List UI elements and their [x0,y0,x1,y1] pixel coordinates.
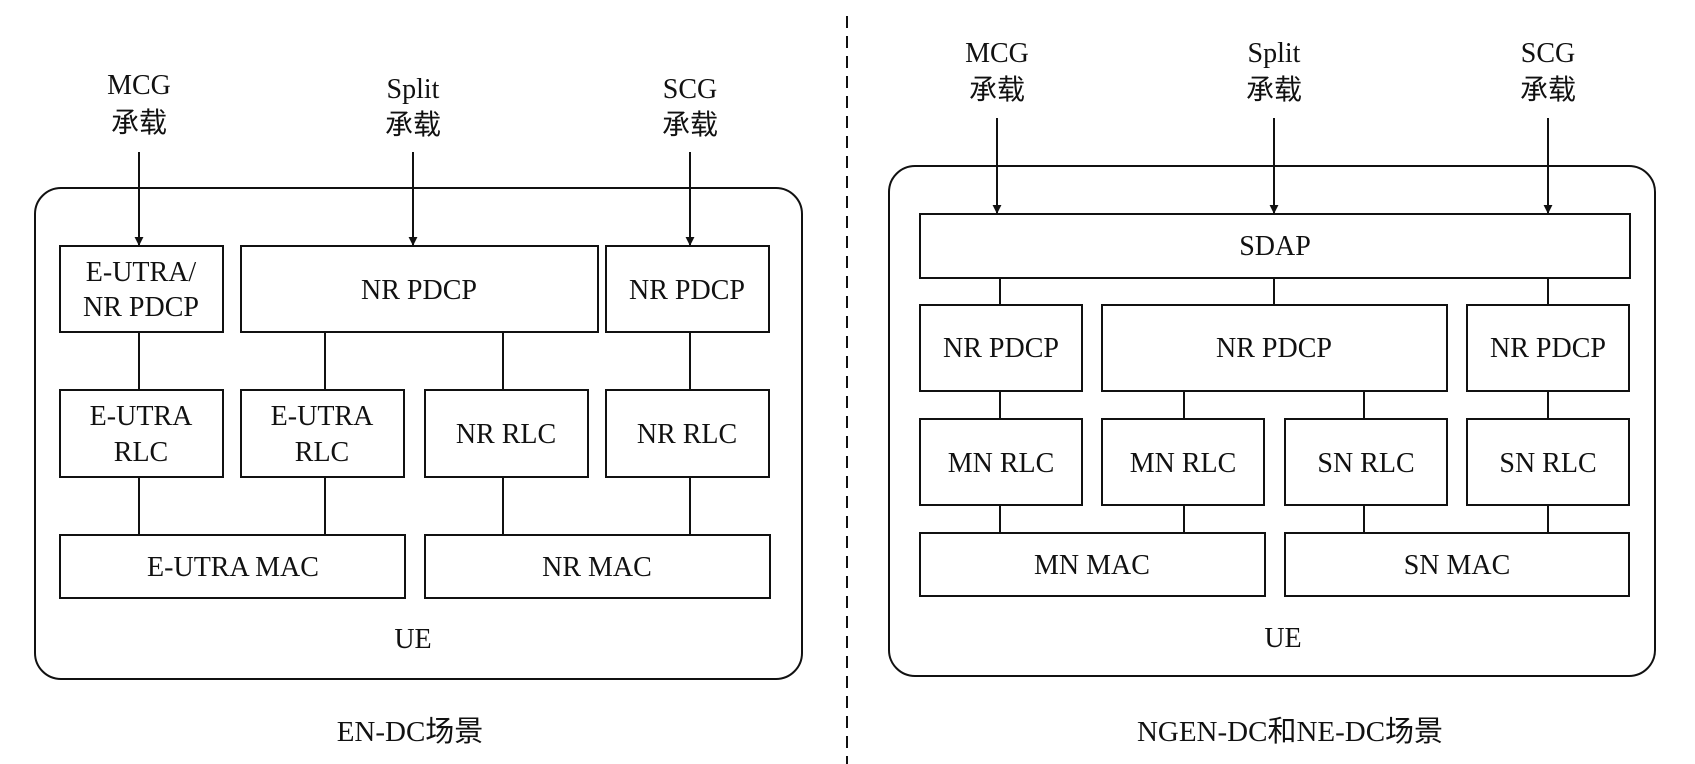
left-mcg-bearer-label: MCG [107,70,171,101]
en-dc-diagram: MCG 承载 Split 承载 SCG 承载 E-UTRA/ NR PDCP N… [34,70,803,748]
left-eutra-rlc-label-2: E-UTRA [271,401,374,432]
left-split-bearer-label-2: 承载 [385,109,441,141]
right-mn-rlc-box-1 [919,418,1083,506]
right-sn-mac-box [1284,532,1630,597]
left-scg-bearer-label-2: 承载 [662,109,718,141]
right-split-bearer-label-2: 承载 [1246,74,1302,106]
left-eutra-rlc-label-1: E-UTRA [90,401,193,432]
right-caption: NGEN-DC和NE-DC场景 [1137,716,1443,748]
left-scg-nr-pdcp-label: NR PDCP [629,275,745,306]
left-split-nr-pdcp-box [240,245,599,333]
right-scg-nr-pdcp-label: NR PDCP [1490,333,1606,364]
right-mn-rlc-label-1: MN RLC [948,448,1055,479]
left-eutra-rlc-box-1 [59,389,224,478]
right-ue-label: UE [1264,623,1301,654]
right-split-nr-pdcp-box [1101,304,1448,392]
right-scg-nr-pdcp-box [1466,304,1630,392]
right-sdap-box [919,213,1631,279]
left-eutra-nr-pdcp-box [59,245,224,333]
right-mn-rlc-label-2: MN RLC [1130,448,1237,479]
right-mcg-bearer-label-2: 承载 [969,74,1025,106]
right-sn-rlc-label-2: SN RLC [1499,448,1596,479]
left-split-bearer-label: Split [387,74,440,105]
left-scg-bearer-label: SCG [663,74,717,105]
left-split-nr-pdcp-label: NR PDCP [361,275,477,306]
right-sdap-label: SDAP [1239,231,1311,262]
left-nr-rlc-label-2: NR RLC [637,419,737,450]
right-scg-bearer-label-2: 承载 [1520,74,1576,106]
left-nr-mac-label: NR MAC [542,552,652,583]
left-caption: EN-DC场景 [337,716,484,748]
right-sn-rlc-box-2 [1466,418,1630,506]
right-mcg-nr-pdcp-label: NR PDCP [943,333,1059,364]
right-ue-frame [888,165,1656,677]
left-mcg-bearer-label-2: 承载 [111,107,167,139]
right-sn-rlc-label-1: SN RLC [1317,448,1414,479]
right-split-bearer-label: Split [1248,38,1301,69]
right-mn-rlc-box-2 [1101,418,1265,506]
left-eutra-rlc-box-2 [240,389,405,478]
left-nr-rlc-box-2 [605,389,770,478]
left-nr-rlc-label-1: NR RLC [456,419,556,450]
right-mcg-bearer-label: MCG [965,38,1029,69]
left-eutra-nr-pdcp-label: E-UTRA/ [86,257,197,288]
left-eutra-mac-box [59,534,406,599]
left-eutra-nr-pdcp-label-2: NR PDCP [83,292,199,323]
left-nr-rlc-box-1 [424,389,589,478]
right-mn-mac-label: MN MAC [1034,550,1150,581]
left-nr-mac-box [424,534,771,599]
left-ue-frame [34,187,803,680]
right-split-nr-pdcp-label: NR PDCP [1216,333,1332,364]
left-ue-label: UE [394,624,431,655]
right-scg-bearer-label: SCG [1521,38,1575,69]
left-scg-nr-pdcp-box [605,245,770,333]
right-mn-mac-box [919,532,1266,597]
ngen-ne-dc-diagram: MCG 承载 Split 承载 SCG 承载 SDAP NR PDCP NR P… [888,38,1656,748]
right-sn-mac-label: SN MAC [1404,550,1511,581]
right-sn-rlc-box-1 [1284,418,1448,506]
left-eutra-mac-label: E-UTRA MAC [147,552,319,583]
right-mcg-nr-pdcp-box [919,304,1083,392]
left-eutra-rlc-label-2b: RLC [295,437,349,468]
left-eutra-rlc-label-1b: RLC [114,437,168,468]
